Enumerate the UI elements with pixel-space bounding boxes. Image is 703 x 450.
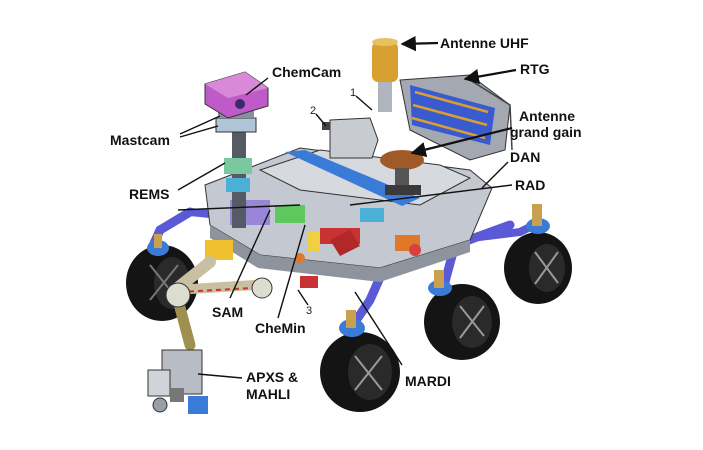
arm-turret [147,349,208,414]
leader-mastcam-b [179,125,219,138]
wheel-rear-right [504,204,572,304]
wheel-middle-right [424,270,500,360]
leader-mardi [354,291,403,366]
number-1: 1 [350,87,356,99]
label-mastcam: Mastcam [110,132,170,148]
leader-rad [349,184,513,206]
leader-apxs [197,373,243,379]
chemcam-head [204,71,269,119]
leader-num-3 [297,289,309,306]
leader-rems-a [177,162,226,191]
label-rems: REMS [129,186,169,202]
number-2: 2 [310,105,316,117]
wheel-front-left [126,234,198,321]
label-chemin: CheMin [255,320,306,336]
leader-num-2 [315,113,327,127]
label-sam: SAM [212,304,243,320]
leader-rtg [463,68,517,85]
leader-sam [229,209,271,299]
rover-illustration [126,38,572,414]
label-rtg: RTG [520,61,550,77]
label-rad: RAD [515,177,545,193]
leader-chemin [277,224,306,319]
leader-dan [481,161,509,189]
label-antenne-grand-gain-1: Antenne [519,108,575,124]
label-dan: DAN [510,149,540,165]
leader-lines [177,35,517,379]
rtg-unit [399,74,513,161]
leader-num-1 [355,95,373,111]
leader-chemcam [245,77,269,96]
wheel-front-right [320,310,400,412]
label-chemcam: ChemCam [272,64,341,80]
label-antenne-uhf: Antenne UHF [440,35,529,51]
robotic-arm [165,256,273,351]
uhf-antenna-shape [372,38,398,112]
leader-rems-b [177,204,301,211]
number-3: 3 [306,305,312,317]
instrument-box-2 [322,117,379,159]
label-antenne-grand-gain-2: grand gain [510,124,582,140]
leader-antenne-uhf [400,35,439,52]
leader-mastcam-a [179,115,221,135]
label-mardi: MARDI [405,373,451,389]
label-apxs: APXS & [246,369,298,385]
label-mahli: MAHLI [246,386,290,402]
labels: Antenne UHF RTG ChemCam Mastcam Antenne … [110,35,582,402]
leader-antenne-grand-gain [410,126,513,158]
